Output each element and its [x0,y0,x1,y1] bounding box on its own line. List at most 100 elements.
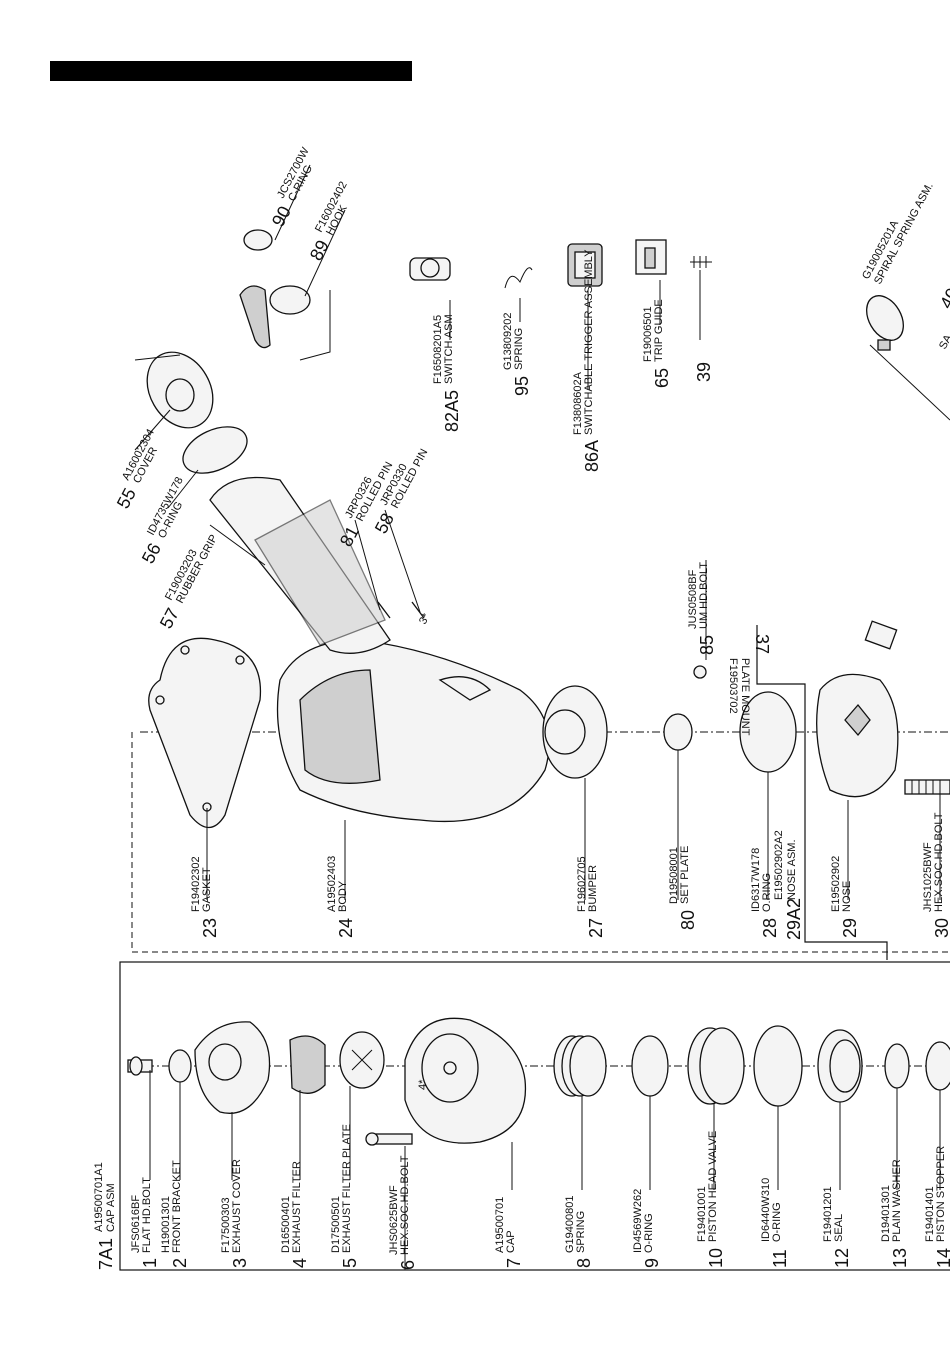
part-24-code: A19502403 [326,856,338,912]
part-5-name: EXHAUST FILTER PLATE [341,1124,353,1253]
nose-asm-name: NOSE ASM. [786,839,798,900]
part-58-number: 58 [371,510,398,537]
part-8-name: SPRING [575,1211,587,1253]
part-10-name: PISTON HEAD VALVE [707,1131,719,1242]
part-85-code: JUS0508BF [687,569,699,629]
part-8-number: 8 [574,1258,594,1268]
part-23-code: F19402302 [190,856,202,912]
part-7-name: CAP [505,1230,517,1253]
part-1-code: JFS0616BF [130,1195,142,1253]
part-2-number: 2 [170,1258,190,1268]
nose-part [816,673,899,798]
part-14-number: 14 [934,1248,950,1268]
switch-asm-part [409,257,451,281]
part-13-name: PLAIN WASHER [891,1159,903,1242]
part-23-number: 23 [200,918,220,938]
header-bar [50,61,412,81]
part-29-name: NOSE [841,881,853,912]
gasket-part [148,637,262,829]
part-55-number: 55 [113,485,140,512]
exhaust-filter-plate-part [339,1031,385,1089]
bolt-85-part [693,665,707,679]
part-39-number: 39 [694,362,714,382]
part-12-number: 12 [832,1248,852,1268]
hook-part [239,285,311,349]
part-23-name: GASKET [201,867,213,912]
o-ring-56-part [182,426,248,474]
part-28-code: ID6317W178 [750,848,762,912]
part-65-name: TRIP GUIDE [653,299,665,362]
part-65-number: 65 [652,368,672,388]
part-3-name: EXHAUST COVER [231,1159,243,1253]
plain-washer-part [884,1043,910,1089]
part-9-number: 9 [642,1258,662,1268]
trip-guide-part [635,239,667,275]
part-95-number: 95 [512,376,532,396]
upper-dashed-outline [131,732,950,953]
bumper-part [542,685,608,779]
nose-asm-number: 29A2 [784,898,804,940]
part-58-qty: 3* [417,611,433,626]
part-4-code: D16500401 [280,1196,292,1253]
part-4-name: EXHAUST FILTER [291,1161,303,1253]
part-95-code: G13809202 [502,313,514,371]
part-57-number: 57 [156,605,183,632]
part-82a5-code: F16508201A5 [432,315,444,384]
part-86a-number: 86A [582,440,602,472]
part-89-number: 89 [306,237,333,264]
part-9-code: ID4569W262 [632,1189,644,1253]
spiral-spring-asm-part [866,295,904,351]
part-11-number: 11 [770,1249,790,1268]
part-1-number: 1 [140,1258,160,1268]
part-80-code: D19508001 [668,847,680,904]
part-11-code: ID6440W310 [760,1178,772,1242]
part-6-code: JHS0625BWF [388,1185,400,1255]
nose-asm-frame [756,625,888,960]
part-27-number: 27 [586,918,606,938]
partial-label-sa: SA [937,332,950,351]
part-9-name: O-RING [643,1213,655,1253]
cap-asm-code: A19500701A1 [93,1162,105,1232]
part-6-name: HEX.SOC.HD.BOLT [399,1155,411,1255]
part-10-number: 10 [706,1248,726,1268]
leader-lines [134,164,950,1270]
part-37-name: PLATE MOUNT [739,658,751,736]
plate-mount-part [864,620,898,650]
front-bracket-part [168,1049,192,1083]
part-1-name: FLAT HD.BOLT [141,1177,153,1253]
body-part [276,639,550,823]
part-2-name: FRONT BRACKET [171,1160,183,1253]
part-86a-name: SWITCHABLE TRIGGER ASSEMBLY [583,249,595,435]
o-ring-9-part [631,1035,669,1097]
part-4-number: 4 [290,1258,310,1268]
flat-hd-bolt-part [127,1056,153,1076]
bolt-30-part [904,779,950,795]
part-24-name: BODY [337,880,349,912]
o-ring-11-part [753,1025,803,1107]
part-6-qty: 4* [417,1079,429,1090]
part-14-code: F19401401 [924,1186,936,1242]
seal-part [817,1029,863,1103]
spring-39-part [690,256,712,268]
part-6-number: 6 [398,1260,418,1270]
part-14-name: PISTON STOPPER [935,1146,947,1242]
spring-95-part [504,267,533,289]
part-37-code: F19503702 [727,658,739,714]
hex-soc-bolt-6-part [365,1132,413,1146]
part-8-code: G19400801 [564,1196,576,1254]
spring-8-part [553,1035,607,1097]
c-ring-part [243,229,273,251]
set-plate-part [663,713,693,751]
cap-part [404,1017,527,1144]
piston-stopper-part [925,1041,950,1091]
nose-asm-code: E19502902A2 [773,830,785,900]
cap-asm-name: CAP ASM [105,1183,117,1232]
part-95-name: SPRING [513,328,525,370]
part-13-number: 13 [890,1248,910,1268]
part-29-code: E19502902 [830,856,842,912]
part-5-code: D17500501 [330,1196,342,1253]
part-28-name: O.RING [761,873,773,912]
part-82a5-name: SWITCH ASM [443,314,455,384]
part-7-number: 7 [504,1258,524,1268]
